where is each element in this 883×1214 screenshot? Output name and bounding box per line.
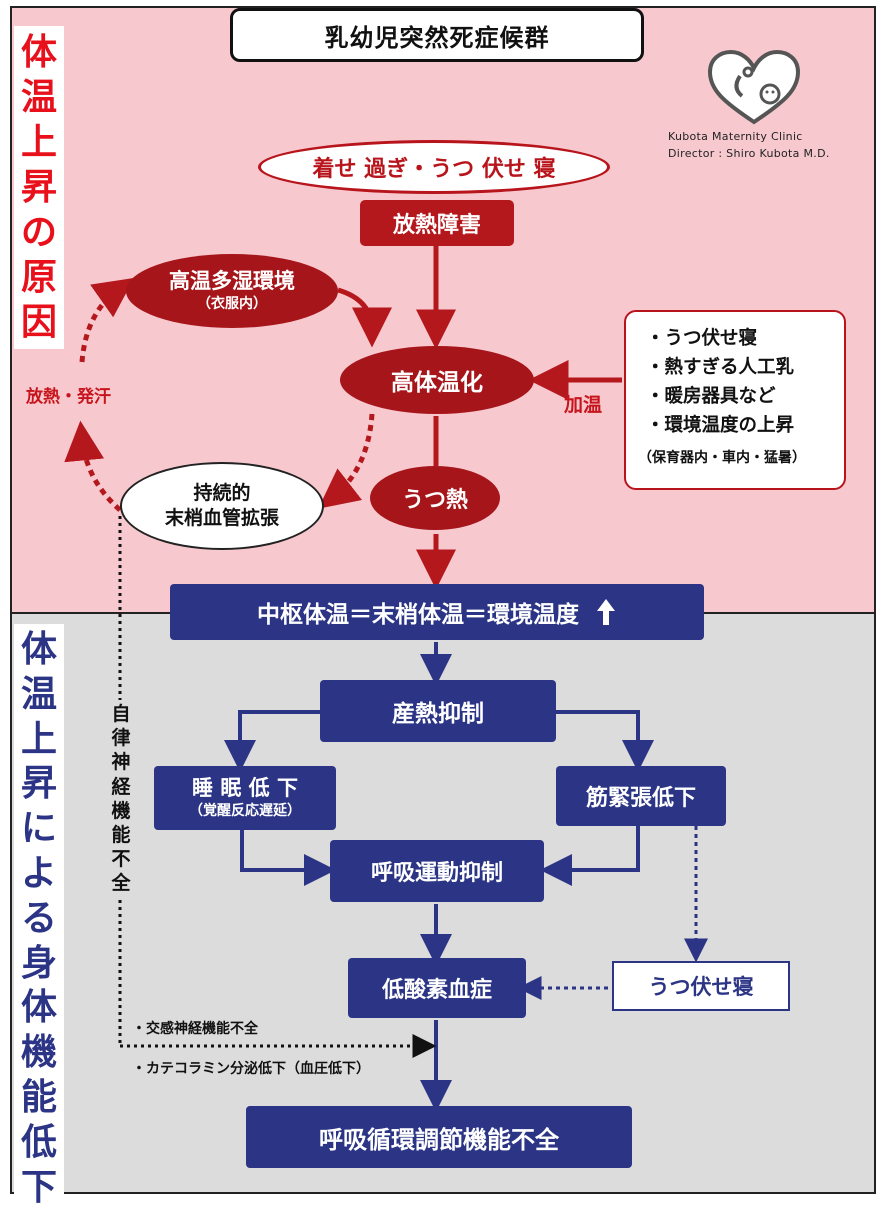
side-char: 体 [20, 32, 57, 73]
factor-item: ・環境温度の上昇 [646, 415, 795, 436]
autonomic-char: 機 [111, 799, 131, 822]
sleep-decline-sub: （覚醒反応遅延） [189, 803, 301, 819]
respiratory-suppression-box: 呼吸運動抑制 [330, 840, 544, 902]
vasodilation-node: 持続的 末梢血管拡張 [120, 462, 324, 550]
effect-side-label: 体 温 上 昇 に よ る 身 体 機 能 低 下 [14, 624, 64, 1214]
side-char: 昇 [20, 763, 57, 805]
navy-arrows [224, 642, 708, 1112]
heating-label: 加温 [564, 394, 603, 416]
side-char: 体 [20, 629, 57, 670]
autonomic-char: 経 [111, 775, 131, 798]
side-char: 能 [20, 1076, 57, 1118]
clinic-logo-icon [707, 50, 801, 125]
muscle-tone-decline-box: 筋緊張低下 [556, 766, 726, 826]
side-char: 温 [20, 673, 57, 715]
sleep-decline-box: 睡 眠 低 下 （覚醒反応遅延） [154, 766, 336, 830]
autonomic-char: 律 [111, 727, 131, 750]
clinic-director: Director : Shiro Kubota M.D. [668, 147, 830, 160]
core-temperature-label: 中枢体温＝末梢体温＝環境温度 [257, 602, 579, 628]
clinic-name: Kubota Maternity Clinic [668, 130, 803, 143]
autonomic-dysfunction-label: 自 律 神 経 機 能 不 全 [108, 702, 134, 896]
side-char: 低 [20, 1121, 57, 1163]
side-char: 原 [20, 257, 57, 298]
heating-factors-box: ・うつ伏せ寝 ・熱すぎる人工乳 ・暖房器具など ・環境温度の上昇 （保育器内・車… [624, 310, 846, 490]
factor-note: （保育器内・車内・猛暑） [638, 450, 806, 466]
catecholamine-note: ・カテコラミン分泌低下（血圧低下） [132, 1061, 370, 1077]
vasodilation-line2: 末梢血管拡張 [164, 507, 279, 529]
autonomic-char: 神 [111, 751, 131, 774]
side-char: 温 [20, 77, 57, 118]
stagnant-heat-node: うつ熱 [370, 466, 500, 530]
heat-dissipation-disorder-box: 放熱障害 [360, 200, 514, 246]
side-char: の [20, 212, 57, 253]
core-temperature-box: 中枢体温＝末梢体温＝環境温度 [170, 584, 704, 640]
up-arrow-icon [597, 599, 615, 625]
sleep-decline-label: 睡 眠 低 下 [192, 776, 298, 800]
factor-item: ・うつ伏せ寝 [646, 328, 758, 349]
heat-production-suppression-box: 産熱抑制 [320, 680, 556, 742]
side-char: 上 [20, 718, 57, 760]
clinic-credit: Kubota Maternity Clinic Director : Shiro… [668, 128, 830, 162]
autonomic-char: 不 [111, 848, 131, 871]
autonomic-char: 全 [111, 872, 131, 895]
cause-side-label: 体 温 上 昇 の 原 因 [14, 26, 64, 349]
factor-item: ・暖房器具など [646, 386, 776, 407]
heat-release-sweat-label: 放熱・発汗 [26, 382, 111, 407]
cause-overdressing-prone-sleep: 着せ 過ぎ・うつ 伏せ 寝 [258, 140, 610, 194]
side-char: 体 [20, 987, 57, 1029]
black-dotted-arrow [118, 516, 437, 1058]
high-humidity-label: 高温多湿環境 [169, 269, 295, 293]
sympathetic-dysfunction-note: ・交感神経機能不全 [132, 1021, 258, 1037]
vasodilation-line1: 持続的 [193, 482, 251, 504]
side-char: 因 [20, 302, 57, 343]
respiratory-circulatory-failure-box: 呼吸循環調節機能不全 [246, 1106, 632, 1168]
side-char: 上 [20, 122, 57, 163]
side-char: る [20, 897, 57, 939]
side-char: 身 [20, 942, 57, 984]
high-humidity-node: 高温多湿環境 （衣服内） [126, 254, 338, 328]
autonomic-char: 自 [111, 703, 131, 725]
red-arrows [64, 246, 622, 590]
side-char: 昇 [20, 167, 57, 208]
diagram-title: 乳幼児突然死症候群 [230, 8, 644, 62]
side-char: 機 [20, 1032, 57, 1074]
factor-item: ・熱すぎる人工乳 [646, 357, 795, 378]
prone-sleep-box: うつ伏せ寝 [612, 961, 790, 1011]
autonomic-char: 能 [111, 824, 131, 847]
side-char: よ [20, 852, 57, 894]
side-char: 下 [20, 1166, 57, 1208]
side-char: に [20, 808, 57, 850]
high-humidity-sub: （衣服内） [197, 296, 267, 312]
hyperthermia-node: 高体温化 [340, 346, 534, 414]
hypoxemia-box: 低酸素血症 [348, 958, 526, 1018]
